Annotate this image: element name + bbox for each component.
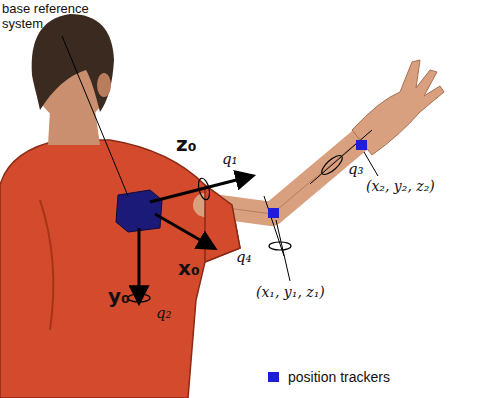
- y-axis: [138, 228, 141, 302]
- joint-axis: [310, 130, 372, 184]
- position-tracker: [268, 208, 279, 218]
- legend-item: position trackers: [268, 369, 390, 385]
- leader-line: [62, 36, 128, 196]
- rotation-symbol: [319, 153, 345, 178]
- joint-label: q₂: [156, 304, 172, 322]
- rotation-symbol: [269, 242, 291, 250]
- axis-label: y₀: [108, 284, 130, 308]
- base-sensor: [116, 190, 162, 232]
- position-tracker: [356, 140, 367, 150]
- ear: [97, 73, 111, 97]
- joint-label: q₁: [222, 150, 238, 168]
- joint-axis: [264, 196, 284, 256]
- reference-label: base reference system: [2, 1, 114, 31]
- z-axis: [150, 176, 252, 202]
- rotation-symbol: [196, 177, 211, 201]
- coordinate-label: (x₂, y₂, z₂): [366, 178, 435, 194]
- shirt-fold: [40, 200, 53, 330]
- x-axis: [155, 214, 214, 248]
- legend-swatch: [268, 372, 279, 382]
- shirt: [0, 140, 240, 398]
- joint-label: q₃: [348, 160, 364, 178]
- coordinate-label: (x₁, y₁, z₁): [256, 284, 325, 300]
- legend-text: position trackers: [288, 369, 390, 385]
- leader-line: [364, 152, 378, 176]
- joint-label: q₄: [236, 248, 252, 266]
- leader-line: [276, 220, 290, 281]
- rotation-symbol: [128, 294, 150, 302]
- axis-label: x₀: [178, 256, 200, 280]
- hand: [352, 60, 444, 155]
- sleeve: [205, 185, 240, 262]
- axis-label: z₀: [176, 132, 196, 156]
